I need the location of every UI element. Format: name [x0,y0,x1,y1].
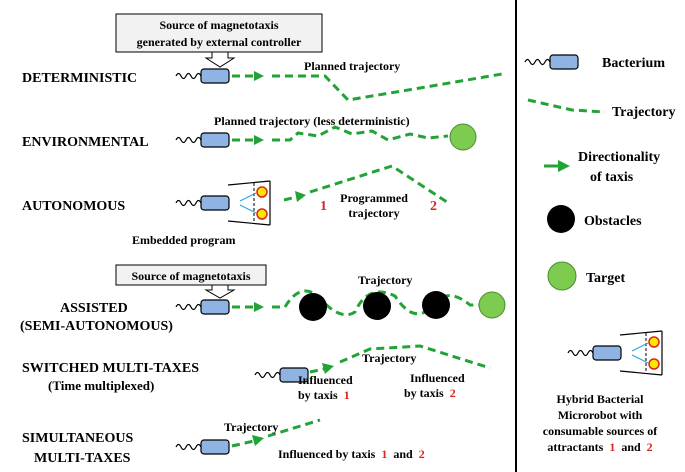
trajectory-line [272,125,449,142]
autonomous-label: AUTONOMOUS [22,199,125,214]
switched-inf1-line2: by taxis [298,388,338,402]
obstacle-circle [363,292,391,320]
row-simultaneous: SIMULTANEOUS MULTI-TAXES Trajectory Infl… [22,418,425,466]
legend-bacterium-icon [524,54,579,70]
simultaneous-inf-prefix: Influenced by taxis [278,447,376,461]
legend-hybrid-and: and [621,440,641,454]
switched-inf2-line2: by taxis [404,386,444,400]
direction-arrow-icon [322,363,334,374]
direction-arrow-icon [254,135,264,145]
deterministic-label: DETERMINISTIC [22,71,137,86]
legend-direction-arrow-icon [558,160,570,172]
row-deterministic: DETERMINISTIC Planned trajectory [22,59,503,102]
row-autonomous: AUTONOMOUS 1 2 Programmed trajectory Emb… [22,164,451,247]
switched-label-line1: SWITCHED MULTI-TAXES [22,361,199,376]
svg-text:by taxis 1: by taxis 1 [298,388,350,402]
embedded-program-label: Embedded program [132,233,235,247]
direction-arrow-icon [252,435,264,446]
switched-inf1-num: 1 [344,388,350,402]
simultaneous-inf-num2: 2 [419,447,425,461]
assisted-note: Trajectory [358,273,412,287]
embedded-program-chip-icon [227,180,271,226]
bacterium-icon [175,195,230,211]
autonomous-marker-2: 2 [430,199,437,214]
obstacle-circle [299,293,327,321]
assisted-source-box [115,264,267,286]
autonomous-note-line2: trajectory [348,206,399,220]
simultaneous-label-line1: SIMULTANEOUS [22,431,133,446]
direction-arrow-icon [295,191,306,202]
legend-hybrid-num2: 2 [647,440,653,454]
switched-note: Trajectory [362,351,416,365]
switched-inf1-line1: Influenced [298,373,353,387]
svg-text:Influenced by taxis 1: Influenced by taxis 1 and 2 [278,447,425,461]
bacterium-icon [175,132,230,148]
bacterium-icon [175,68,230,84]
direction-arrow-icon [254,71,264,81]
legend-hybrid-line3: consumable sources of [543,424,658,438]
environmental-note: Planned trajectory (less deterministic) [214,114,410,128]
simultaneous-inf-num1: 1 [381,447,387,461]
legend-hybrid-line4: attractants [547,440,603,454]
direction-arrow-icon [254,302,264,312]
trajectory-line [309,164,451,206]
assisted-label-line1: ASSISTED [60,301,128,316]
environmental-label: ENVIRONMENTAL [22,135,149,150]
legend-obstacle-circle [547,205,575,233]
autonomous-note-line1: Programmed [340,191,408,205]
switched-inf2-line1: Influenced [410,371,465,385]
external-controller-box: Source of magnetotaxis generated by exte… [115,13,323,68]
down-arrow-icon [204,284,236,299]
svg-text:attractants 1 and: attractants 1 and 2 [547,440,652,454]
target-circle [478,291,506,319]
top-box-line2: generated by external controller [137,35,302,49]
legend-bacterium-label: Bacterium [602,56,665,71]
legend-directionality-line2: of taxis [590,170,634,185]
row-switched: SWITCHED MULTI-TAXES (Time multiplexed) … [22,344,491,402]
down-arrow-icon [204,51,236,68]
legend-hybrid-bacterium-icon [567,345,622,361]
legend-hybrid-chip-icon [619,330,663,376]
legend-target-circle [547,261,577,291]
trajectory-line [272,72,503,102]
assisted-box-label: Source of magnetotaxis [131,269,250,283]
simultaneous-inf-and: and [393,447,413,461]
trajectory-line [339,344,491,370]
legend-target-label: Target [586,271,625,286]
autonomous-marker-1: 1 [320,199,327,214]
row-environmental: ENVIRONMENTAL Planned trajectory (less d… [22,114,477,151]
assisted-label-line2: (SEMI-AUTONOMOUS) [20,319,173,334]
legend-hybrid-num1: 1 [609,440,615,454]
legend-trajectory-label: Trajectory [612,105,675,120]
target-circle [449,123,477,151]
top-box-line1: Source of magnetotaxis [159,18,278,32]
legend-hybrid-line1: Hybrid Bacterial [557,392,645,406]
obstacle-circle [422,291,450,319]
switched-label-line2: (Time multiplexed) [48,378,154,393]
legend-directionality-line1: Directionality [578,150,660,165]
legend-obstacles-label: Obstacles [584,214,642,229]
simultaneous-label-line2: MULTI-TAXES [34,451,131,466]
bacterium-icon [175,439,230,455]
deterministic-note: Planned trajectory [304,59,400,73]
trajectory-line [267,418,321,438]
simultaneous-note: Trajectory [224,420,278,434]
legend-hybrid-line2: Microrobot with [558,408,643,422]
switched-inf2-num: 2 [450,386,456,400]
svg-text:by taxis 2: by taxis 2 [404,386,456,400]
bacterium-icon [175,299,230,315]
legend: Bacterium Trajectory Directionality of t… [524,54,675,454]
legend-trajectory-line [527,98,606,114]
row-assisted: Source of magnetotaxis ASSISTED (SEMI-AU… [20,264,506,334]
